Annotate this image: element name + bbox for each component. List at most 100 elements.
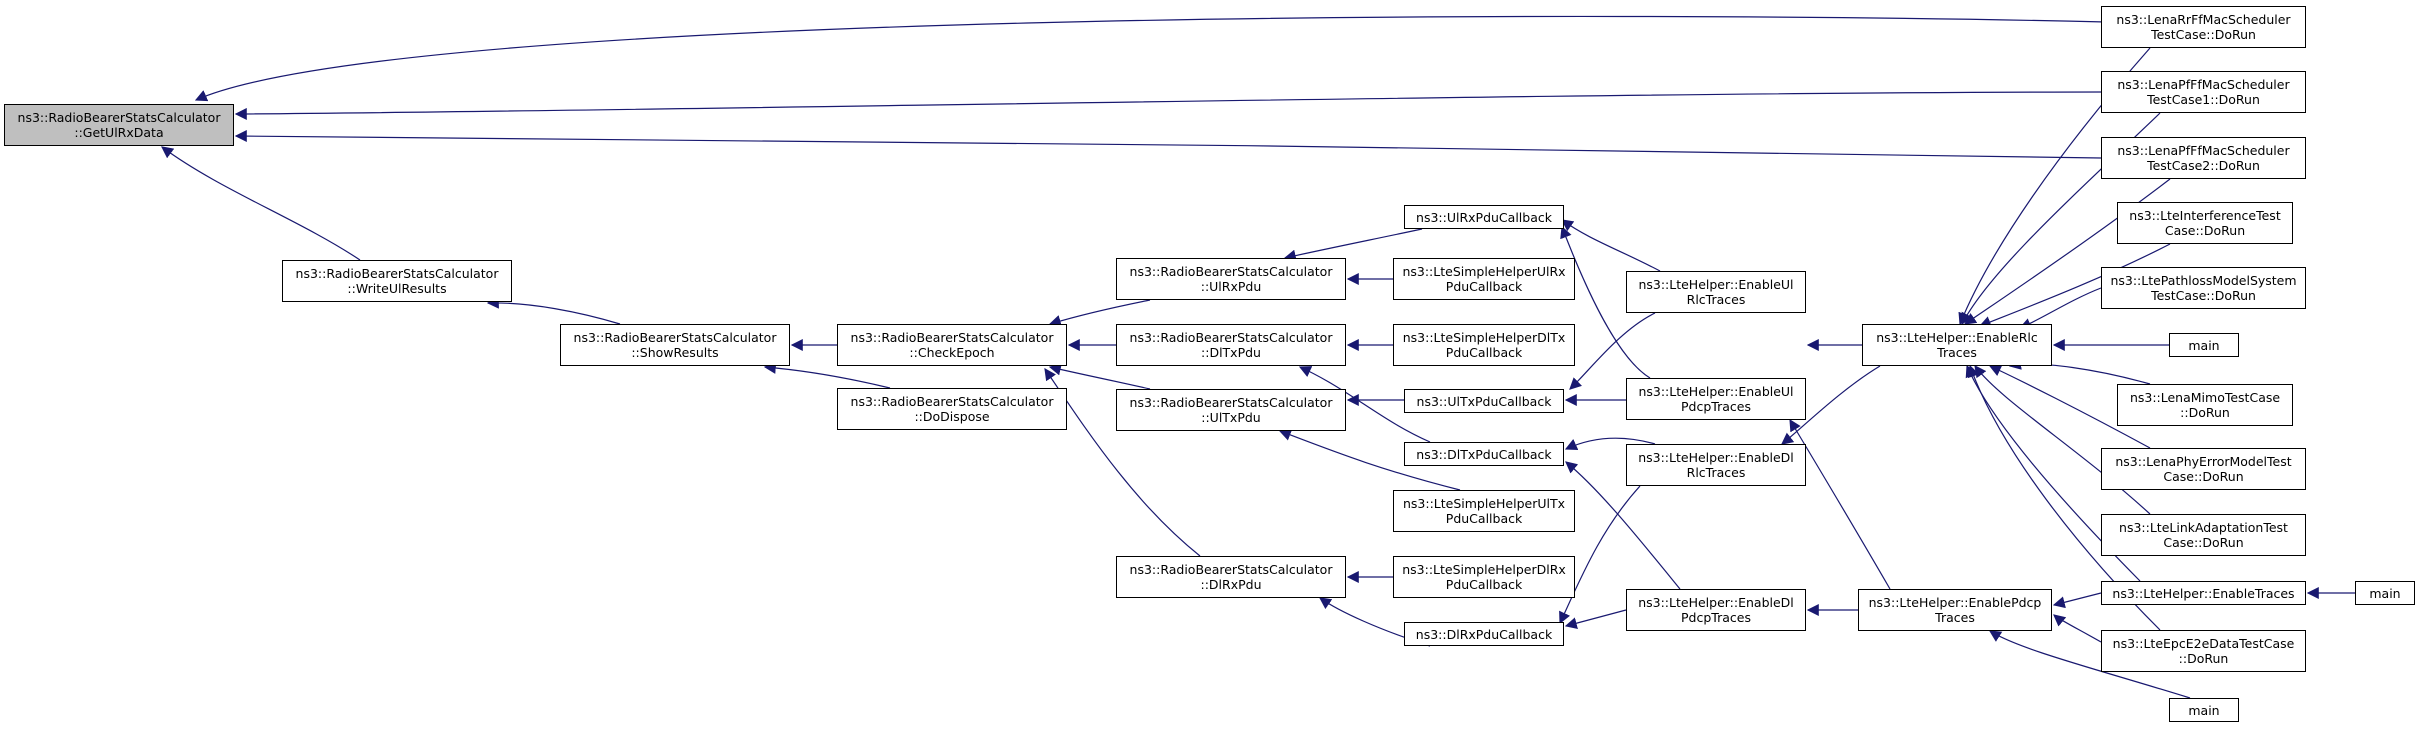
node-line: Case::DoRun bbox=[2163, 469, 2244, 484]
node-line: ns3::RadioBearerStatsCalculator bbox=[1129, 330, 1333, 345]
node-line: ::ShowResults bbox=[631, 345, 719, 360]
node-line: ::DoDispose bbox=[914, 409, 990, 424]
call-edge bbox=[1988, 630, 2191, 699]
node-line: ns3::RadioBearerStatsCalculator bbox=[17, 110, 221, 125]
node-enable-pdcp[interactable]: ns3::LteHelper::EnablePdcp Traces bbox=[1858, 589, 2052, 631]
node-line: TestCase1::DoRun bbox=[2147, 92, 2260, 107]
node-simple-dl-tx[interactable]: ns3::LteSimpleHelperDlTx PduCallback bbox=[1393, 324, 1575, 366]
node-enable-ul-rlc[interactable]: ns3::LteHelper::EnableUl RlcTraces bbox=[1626, 271, 1806, 313]
node-line: ns3::UlTxPduCallback bbox=[1416, 393, 1552, 409]
node-line: ns3::DlTxPduCallback bbox=[1416, 446, 1552, 462]
node-line: ns3::LenaMimoTestCase bbox=[2129, 390, 2281, 405]
node-pathloss-test[interactable]: ns3::LtePathlossModelSystem TestCase::Do… bbox=[2101, 267, 2306, 309]
node-line: ns3::LteHelper::EnableDl bbox=[1638, 595, 1794, 610]
node-line: Traces bbox=[1937, 345, 1977, 360]
node-line: ns3::RadioBearerStatsCalculator bbox=[850, 394, 1054, 409]
call-edge bbox=[1781, 365, 1881, 445]
call-edge bbox=[1283, 228, 1423, 262]
node-line: TestCase::DoRun bbox=[2151, 288, 2256, 303]
node-line: ns3::DlRxPduCallback bbox=[1415, 626, 1553, 642]
node-line: PduCallback bbox=[1445, 577, 1523, 592]
node-ul-tx-pdu-callback[interactable]: ns3::UlTxPduCallback bbox=[1404, 389, 1564, 413]
node-line: PdcpTraces bbox=[1681, 399, 1751, 414]
node-enable-traces[interactable]: ns3::LteHelper::EnableTraces bbox=[2101, 581, 2306, 605]
node-line: ns3::RadioBearerStatsCalculator bbox=[295, 266, 499, 281]
node-line: PdcpTraces bbox=[1681, 610, 1751, 625]
node-enable-rlc[interactable]: ns3::LteHelper::EnableRlc Traces bbox=[1862, 324, 2052, 366]
node-line: Traces bbox=[1935, 610, 1975, 625]
node-line: ::DlRxPdu bbox=[1200, 577, 1262, 592]
node-pf-ff-test-1[interactable]: ns3::LenaPfFfMacScheduler TestCase1::DoR… bbox=[2101, 71, 2306, 113]
node-line: ns3::LteInterferenceTest bbox=[2129, 208, 2281, 223]
node-dl-tx-pdu[interactable]: ns3::RadioBearerStatsCalculator ::DlTxPd… bbox=[1116, 324, 1346, 366]
node-ul-rx-pdu[interactable]: ns3::RadioBearerStatsCalculator ::UlRxPd… bbox=[1116, 258, 1346, 300]
node-line: ::WriteUlResults bbox=[347, 281, 447, 296]
node-interference-test[interactable]: ns3::LteInterferenceTest Case::DoRun bbox=[2117, 202, 2293, 244]
node-line: PduCallback bbox=[1445, 279, 1523, 294]
node-enable-dl-rlc[interactable]: ns3::LteHelper::EnableDl RlcTraces bbox=[1626, 444, 1806, 486]
node-do-dispose[interactable]: ns3::RadioBearerStatsCalculator ::DoDisp… bbox=[837, 388, 1067, 430]
node-line: ::GetUlRxData bbox=[74, 125, 164, 140]
node-main-2[interactable]: main bbox=[2355, 581, 2415, 605]
node-line: ns3::LenaRrFfMacScheduler bbox=[2116, 12, 2291, 27]
node-line: ns3::LteEpcE2eDataTestCase bbox=[2112, 636, 2295, 651]
node-line: PduCallback bbox=[1445, 511, 1523, 526]
node-epc-e2e-test[interactable]: ns3::LteEpcE2eDataTestCase ::DoRun bbox=[2101, 630, 2306, 672]
call-edge bbox=[1964, 178, 2171, 325]
node-line: ns3::LteSimpleHelperUlRx bbox=[1402, 264, 1566, 279]
node-line: ::UlRxPdu bbox=[1200, 279, 1262, 294]
node-mimo-test[interactable]: ns3::LenaMimoTestCase ::DoRun bbox=[2117, 384, 2293, 426]
call-edge bbox=[1569, 312, 1656, 390]
node-line: Case::DoRun bbox=[2164, 223, 2246, 238]
node-line: ns3::LteSimpleHelperDlTx bbox=[1402, 330, 1566, 345]
node-simple-dl-rx[interactable]: ns3::LteSimpleHelperDlRx PduCallback bbox=[1393, 556, 1575, 598]
node-show-results[interactable]: ns3::RadioBearerStatsCalculator ::ShowRe… bbox=[560, 324, 790, 366]
call-edge bbox=[486, 296, 621, 325]
node-get-ul-rx-data: ns3::RadioBearerStatsCalculator ::GetUlR… bbox=[4, 104, 234, 146]
node-ul-tx-pdu[interactable]: ns3::RadioBearerStatsCalculator ::UlTxPd… bbox=[1116, 389, 1346, 431]
node-line: ns3::RadioBearerStatsCalculator bbox=[850, 330, 1054, 345]
call-edge bbox=[234, 130, 2102, 159]
call-edge bbox=[1048, 299, 1151, 327]
node-ul-rx-pdu-callback[interactable]: ns3::UlRxPduCallback bbox=[1404, 205, 1564, 229]
node-simple-ul-rx[interactable]: ns3::LteSimpleHelperUlRx PduCallback bbox=[1393, 258, 1575, 300]
node-simple-ul-tx[interactable]: ns3::LteSimpleHelperUlTx PduCallback bbox=[1393, 490, 1575, 532]
node-main-1[interactable]: main bbox=[2169, 333, 2239, 357]
node-dl-rx-pdu[interactable]: ns3::RadioBearerStatsCalculator ::DlRxPd… bbox=[1116, 556, 1346, 598]
node-line: ns3::LenaPfFfMacScheduler bbox=[2117, 143, 2290, 158]
node-line: ns3::LteSimpleHelperUlTx bbox=[1402, 496, 1566, 511]
node-rr-ff-test[interactable]: ns3::LenaRrFfMacScheduler TestCase::DoRu… bbox=[2101, 6, 2306, 48]
node-write-ul-results[interactable]: ns3::RadioBearerStatsCalculator ::WriteU… bbox=[282, 260, 512, 302]
node-link-adaptation-test[interactable]: ns3::LteLinkAdaptationTest Case::DoRun bbox=[2101, 514, 2306, 556]
node-line: ns3::LteHelper::EnableUl bbox=[1638, 277, 1794, 292]
call-edge bbox=[1988, 365, 2151, 449]
node-check-epoch[interactable]: ns3::RadioBearerStatsCalculator ::CheckE… bbox=[837, 324, 1067, 366]
call-edge bbox=[1278, 429, 1461, 491]
node-line: ns3::LteHelper::EnablePdcp bbox=[1868, 595, 2042, 610]
node-line: ns3::RadioBearerStatsCalculator bbox=[1129, 395, 1333, 410]
node-line: ns3::LteHelper::EnableRlc bbox=[1876, 330, 2038, 345]
call-edge bbox=[1298, 366, 1431, 443]
node-line: ns3::LtePathlossModelSystem bbox=[2110, 273, 2297, 288]
call-edge bbox=[2053, 614, 2102, 643]
node-line: ns3::LteLinkAdaptationTest bbox=[2119, 520, 2288, 535]
node-line: Case::DoRun bbox=[2163, 535, 2244, 550]
node-line: RlcTraces bbox=[1686, 292, 1746, 307]
node-phy-error-test[interactable]: ns3::LenaPhyErrorModelTest Case::DoRun bbox=[2101, 448, 2306, 490]
node-pf-ff-test-2[interactable]: ns3::LenaPfFfMacScheduler TestCase2::DoR… bbox=[2101, 137, 2306, 179]
node-dl-tx-pdu-callback[interactable]: ns3::DlTxPduCallback bbox=[1404, 442, 1564, 466]
call-edge bbox=[1560, 225, 1651, 379]
node-line: ns3::RadioBearerStatsCalculator bbox=[1129, 264, 1333, 279]
node-enable-dl-pdcp[interactable]: ns3::LteHelper::EnableDl PdcpTraces bbox=[1626, 589, 1806, 631]
node-line: TestCase::DoRun bbox=[2151, 27, 2256, 42]
node-line: ::UlTxPdu bbox=[1201, 410, 1261, 425]
node-line: ns3::RadioBearerStatsCalculator bbox=[1129, 562, 1333, 577]
node-line: ns3::LteHelper::EnableTraces bbox=[2112, 585, 2295, 601]
node-dl-rx-pdu-callback[interactable]: ns3::DlRxPduCallback bbox=[1404, 622, 1564, 646]
node-line: main bbox=[2188, 337, 2220, 353]
call-edge bbox=[1565, 461, 1681, 590]
call-edge bbox=[194, 15, 2107, 102]
node-main-3[interactable]: main bbox=[2169, 698, 2239, 722]
call-edge bbox=[1974, 365, 2151, 515]
node-enable-ul-pdcp[interactable]: ns3::LteHelper::EnableUl PdcpTraces bbox=[1626, 378, 1806, 420]
